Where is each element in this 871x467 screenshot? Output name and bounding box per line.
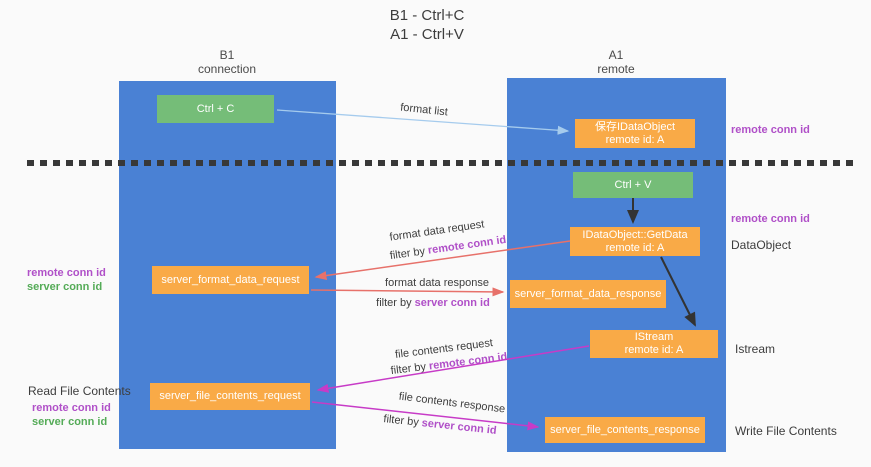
label-file-contents-response: file contents response: [398, 390, 506, 416]
column-a1-name: A1: [608, 48, 624, 62]
session-divider-dashed-line: [27, 160, 856, 166]
arrow-format-data-response: [310, 287, 505, 297]
node-istream-line-2: remote id: A: [624, 344, 684, 356]
node-save-idataobject-line-1: 保存IDataObject: [594, 120, 676, 133]
node-server-file-contents-request-label: server_file_contents_request: [159, 390, 301, 402]
node-istream-line-1: IStream: [634, 331, 674, 343]
column-b1-header: B1 connection: [198, 48, 256, 76]
node-ctrl-c-label: Ctrl + C: [196, 102, 235, 115]
read-file-contents-label: Read File Contents: [28, 384, 131, 398]
node-server-format-data-request: server_format_data_request: [152, 266, 309, 294]
left-top-server-conn-id-label: server conn id: [27, 281, 103, 293]
node-ctrl-v: Ctrl + V: [573, 172, 693, 198]
node-idataobject-getdata: IDataObject::GetData remote id: A: [570, 227, 700, 256]
dataobject-label: DataObject: [731, 238, 792, 252]
label-format-data-response: format data response: [385, 277, 489, 289]
node-ctrl-v-label: Ctrl + V: [614, 178, 652, 191]
filter-by-text: filter by: [390, 360, 427, 378]
diagram-title: B1 - Ctrl+C A1 - Ctrl+V: [390, 6, 465, 44]
node-server-format-data-response-label: server_format_data_response: [514, 287, 662, 300]
column-a1-subtitle: remote: [597, 62, 635, 76]
istream-label: Istream: [735, 342, 776, 356]
node-save-idataobject-line-2: remote id: A: [605, 133, 665, 146]
label-format-list: format list: [399, 101, 449, 119]
filter-by-text: filter by: [376, 297, 412, 309]
left-top-remote-conn-id-label: remote conn id: [27, 267, 106, 279]
node-save-idataobject: 保存IDataObject remote id: A: [575, 119, 695, 148]
filter-by-text: filter by: [382, 413, 420, 429]
column-a1-header: A1 remote: [597, 48, 634, 76]
remote-conn-id-keyword: remote conn id: [427, 233, 507, 257]
diagram-title-line-2: A1 - Ctrl+V: [390, 26, 464, 43]
write-file-contents-label: Write File Contents: [735, 424, 837, 438]
node-server-file-contents-response: server_file_contents_response: [545, 417, 705, 443]
diagram-title-line-1: B1 - Ctrl+C: [389, 7, 465, 24]
node-server-format-data-response: server_format_data_response: [510, 280, 666, 308]
left-bottom-remote-conn-id-label: remote conn id: [32, 402, 111, 414]
filter-by-text: filter by: [389, 245, 426, 263]
column-b1-subtitle: connection: [197, 62, 257, 76]
node-server-file-contents-request: server_file_contents_request: [150, 383, 310, 410]
column-b1-name: B1: [219, 48, 235, 62]
node-server-format-data-request-label: server_format_data_request: [161, 273, 300, 286]
node-getdata-line-1: IDataObject::GetData: [582, 228, 688, 241]
server-conn-id-keyword: server conn id: [421, 417, 498, 437]
node-istream: IStream remote id: A: [590, 330, 718, 358]
right-remote-conn-id-label-top: remote conn id: [731, 124, 810, 136]
node-server-file-contents-response-label: server_file_contents_response: [550, 423, 700, 436]
server-conn-id-keyword: server conn id: [414, 297, 490, 309]
node-getdata-line-2: remote id: A: [605, 241, 665, 254]
left-bottom-server-conn-id-label: server conn id: [32, 416, 108, 428]
right-remote-conn-id-label-mid: remote conn id: [731, 213, 810, 225]
node-ctrl-c: Ctrl + C: [157, 95, 274, 123]
